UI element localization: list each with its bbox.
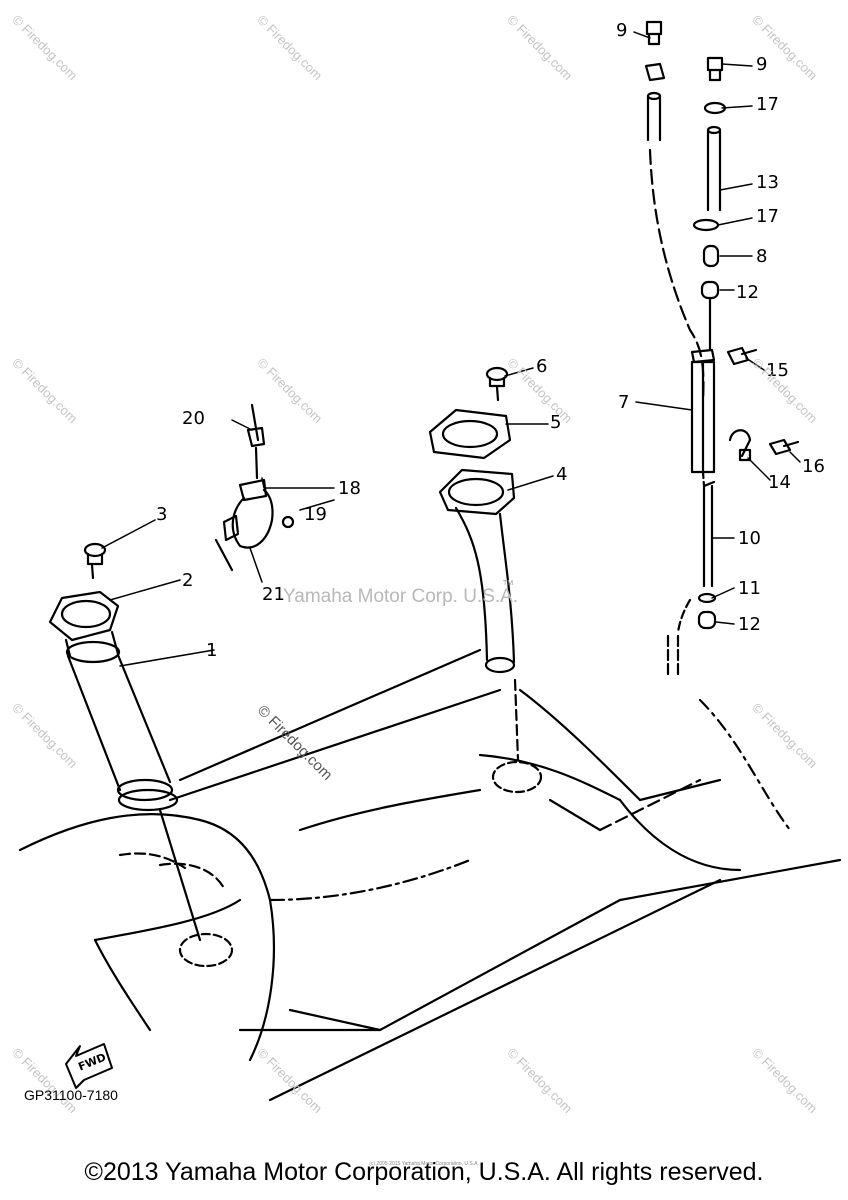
callout-6: 6 — [536, 356, 547, 377]
callout-12-lower: 12 — [738, 614, 761, 635]
copyright-notice: ©2013 Yamaha Motor Corporation, U.S.A. A… — [84, 1158, 764, 1186]
part-11-washer — [697, 592, 717, 604]
callout-2: 2 — [182, 570, 193, 591]
part-6-screw — [485, 366, 509, 402]
callout-9-right: 9 — [756, 54, 767, 75]
callout-21: 21 — [262, 584, 285, 605]
hull-outline — [18, 648, 842, 1102]
watermark-yamaha: Yamaha Motor Corp. U.S.A. — [283, 586, 519, 607]
part-7-bracket — [690, 348, 716, 488]
part-14-clamp — [728, 429, 752, 462]
part-12-cap-upper — [700, 280, 720, 352]
callout-13: 13 — [756, 172, 779, 193]
callout-19: 19 — [304, 504, 327, 525]
callout-20: 20 — [182, 408, 205, 429]
part-4-elbow-duct — [438, 468, 520, 762]
callout-17-upper: 17 — [756, 94, 779, 115]
hull-port-center — [491, 760, 543, 794]
part-12-cap-lower — [697, 610, 717, 630]
callout-9-top: 9 — [616, 20, 627, 41]
fwd-arrow-icon — [65, 1043, 113, 1089]
watermark-trademark: TM — [503, 580, 514, 587]
callout-11: 11 — [738, 578, 761, 599]
part-13-hose — [706, 125, 722, 212]
part-10-hose — [702, 480, 716, 588]
callout-7: 7 — [618, 392, 629, 413]
part-vent-hose-main — [646, 91, 705, 402]
copyright-fine-print: (c) 2005-2015 Yamaha Motor Corporation, … — [369, 1161, 479, 1167]
callout-14: 14 — [768, 472, 791, 493]
callout-18: 18 — [338, 478, 361, 499]
callout-12-upper: 12 — [736, 282, 759, 303]
callout-5: 5 — [550, 412, 561, 433]
part-18-21-clamp — [214, 403, 295, 572]
callout-17-lower: 17 — [756, 206, 779, 227]
part-16-rivet — [768, 438, 800, 456]
callout-4: 4 — [556, 464, 567, 485]
part-code: GP31100-7180 — [24, 1087, 118, 1103]
part-lower-hose-dashed — [666, 598, 692, 678]
callout-8: 8 — [756, 246, 767, 267]
part-9-fitting-right — [706, 56, 724, 82]
part-5-gasket — [428, 408, 512, 460]
hull-port-left — [178, 932, 234, 968]
callout-16: 16 — [802, 456, 825, 477]
callout-15: 15 — [766, 360, 789, 381]
part-8-joint — [702, 244, 720, 268]
leader-lines — [101, 31, 801, 667]
part-9-fitting-top — [644, 20, 666, 82]
callout-1: 1 — [206, 640, 217, 661]
part-3-screw — [83, 542, 107, 580]
part-1-vent-tube — [48, 590, 202, 942]
callout-3: 3 — [156, 504, 167, 525]
callout-10: 10 — [738, 528, 761, 549]
part-17-clip-lower — [692, 218, 720, 232]
